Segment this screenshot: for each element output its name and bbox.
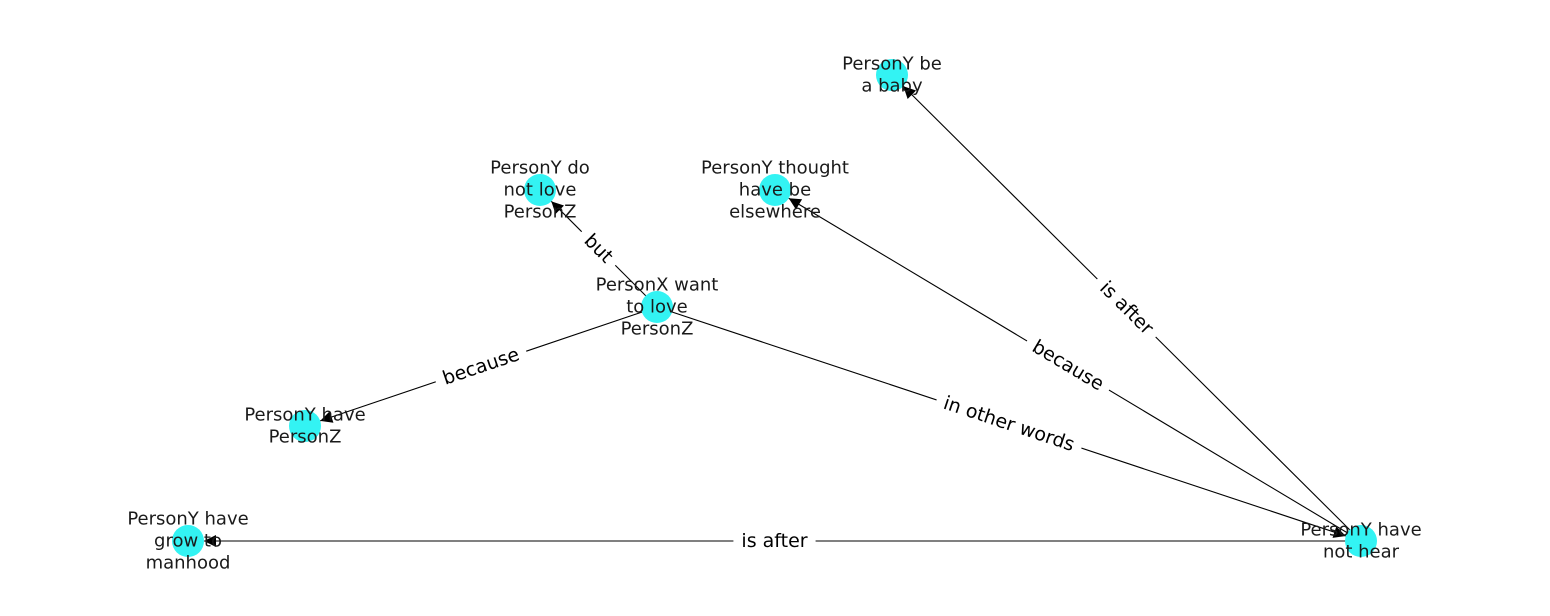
node-label-line: PersonZ <box>621 319 694 340</box>
edge-label-group: in other words <box>932 388 1086 460</box>
node-label-line: to love <box>626 297 688 318</box>
node-n_grow <box>172 525 204 557</box>
edge-label-background <box>573 223 624 274</box>
node-n_hear <box>1345 525 1377 557</box>
node-n_have <box>289 410 321 442</box>
edge-label: is after <box>741 530 807 552</box>
node-n_want <box>641 291 673 323</box>
edge-label: in other words <box>941 392 1078 456</box>
node-label-line: PersonZ <box>504 202 577 223</box>
node-n_baby <box>876 59 908 91</box>
node-label-line: have be <box>739 180 811 201</box>
node-label-line: PersonY have <box>244 405 365 426</box>
node-label-line: PersonY do <box>490 158 590 179</box>
node-label-line: PersonY have <box>1300 520 1421 541</box>
edge-label: is after <box>1095 277 1158 339</box>
node-n_thought <box>759 174 791 206</box>
node-label-line: grow to <box>154 531 222 552</box>
edge-label-background <box>1088 270 1165 346</box>
edge-label-background <box>1020 330 1116 401</box>
node-label-line: PersonX want <box>596 275 719 296</box>
edges-layer <box>204 85 1362 547</box>
edge-label-group: because <box>1020 330 1116 401</box>
node-label-line: PersonY have <box>127 509 248 530</box>
edge-label: because <box>1028 336 1107 396</box>
edge-label-group: but <box>573 223 624 274</box>
node-label-line: manhood <box>146 553 231 574</box>
edge-label-group: because <box>431 339 531 394</box>
node-label-line: PersonY thought <box>701 158 849 179</box>
edge-label-background <box>431 339 531 394</box>
edge-label-background <box>932 388 1086 460</box>
node-label-line: PersonZ <box>269 427 342 448</box>
node-label-line: a baby <box>861 76 923 97</box>
node-label-line: elsewhere <box>729 202 821 223</box>
node-label-line: not hear <box>1323 542 1400 563</box>
edge-label-group: is after <box>733 529 816 553</box>
node-n_notlove <box>524 174 556 206</box>
nodes-layer <box>172 59 1377 557</box>
edge-label: because <box>440 343 522 389</box>
edge-label-background <box>733 529 816 553</box>
node-label-line: not love <box>504 180 577 201</box>
node-label-line: PersonY be <box>842 54 942 75</box>
edge-label-group: is after <box>1088 270 1165 346</box>
